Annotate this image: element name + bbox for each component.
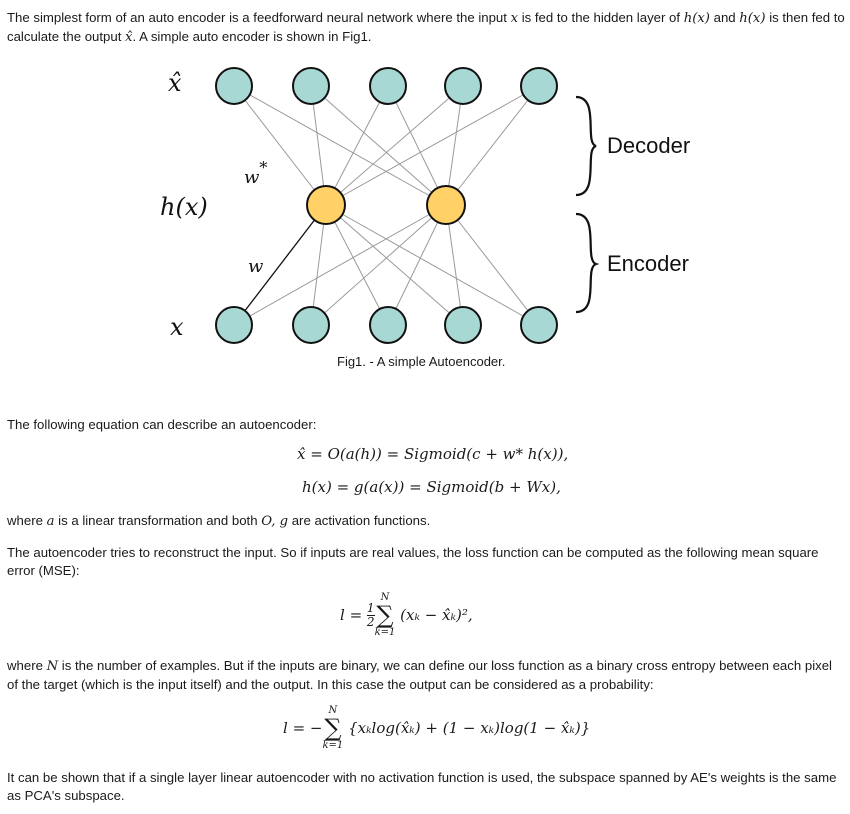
sigma-icon: ∑ xyxy=(324,714,342,742)
label-xhat: x̂ xyxy=(168,69,182,97)
edge xyxy=(445,85,464,206)
output-node xyxy=(215,67,253,105)
bce-text-1: where xyxy=(7,658,47,673)
edge-w-highlight xyxy=(233,204,327,326)
autoencoder-diagram: x̂ w* h(x) w x Decoder Encoder xyxy=(160,67,690,344)
label-wstar: w* xyxy=(244,158,267,188)
mse-fraction: 1 2 xyxy=(366,600,375,629)
edge xyxy=(310,85,447,206)
edge xyxy=(387,85,447,206)
where-text-2: is a linear transformation and both xyxy=(54,513,262,528)
input-node xyxy=(215,306,253,344)
decoder-label: Decoder xyxy=(607,133,690,158)
where-var-og: O, g xyxy=(261,514,289,529)
label-wstar-sup: * xyxy=(259,158,267,177)
mse-denominator: 2 xyxy=(366,614,375,629)
input-layer xyxy=(215,306,558,344)
label-hx: h(x) xyxy=(160,193,208,221)
edge xyxy=(233,204,447,326)
hidden-node xyxy=(426,185,466,225)
output-node xyxy=(444,67,482,105)
edge xyxy=(310,204,447,326)
input-node xyxy=(369,306,407,344)
bce-equation: l = − N ∑ k=1 {xₖlog(x̂ₖ) + (1 − xₖ)log(… xyxy=(283,705,590,751)
edge xyxy=(310,204,327,326)
edge xyxy=(325,204,389,326)
where-text-3: are activation functions. xyxy=(288,513,431,528)
decoder-brace xyxy=(575,95,597,197)
bce-lhs: l = − xyxy=(283,719,323,737)
mse-paragraph: The autoencoder tries to reconstruct the… xyxy=(7,545,819,578)
bce-sum: N ∑ k=1 xyxy=(322,705,343,751)
bce-var-n: N xyxy=(46,659,59,674)
intro-text-3: and xyxy=(709,10,740,25)
edges xyxy=(233,85,540,326)
encoder-brace xyxy=(575,212,600,314)
input-node xyxy=(444,306,482,344)
input-node xyxy=(520,306,558,344)
where-paragraph: where a is a linear transformation and b… xyxy=(7,512,845,531)
intro-paragraph: The simplest form of an auto encoder is … xyxy=(7,9,845,47)
hidden-layer xyxy=(306,185,466,225)
output-node xyxy=(292,67,330,105)
bce-body: {xₖlog(x̂ₖ) + (1 − xₖ)log(1 − x̂ₖ)} xyxy=(348,719,591,737)
intro-var-xhat: x̂ xyxy=(125,30,133,45)
edge xyxy=(325,204,540,326)
equation-2: h(x) = g(a(x)) = Sigmoid(b + Wx), xyxy=(302,478,561,496)
edge xyxy=(233,85,327,206)
edge xyxy=(445,85,540,206)
intro-text-1: The simplest form of an auto encoder is … xyxy=(7,10,511,25)
mse-equation: l = 1 2 N ∑ k=1 (xₖ − x̂ₖ)², xyxy=(340,592,473,638)
pca-paragraph: It can be shown that if a single layer l… xyxy=(7,770,837,803)
input-node xyxy=(292,306,330,344)
output-node xyxy=(369,67,407,105)
mse-sum: N ∑ k=1 xyxy=(375,592,396,638)
mse-lhs: l = xyxy=(340,606,363,624)
equation-1: x̂ = O(a(h)) = Sigmoid(c + w* h(x)), xyxy=(297,445,569,463)
output-layer xyxy=(215,67,558,105)
mse-numerator: 1 xyxy=(366,600,375,616)
bce-sum-upper: N xyxy=(328,705,338,716)
intro-var-x: x xyxy=(510,11,519,26)
edge xyxy=(325,85,464,206)
edge xyxy=(233,85,447,206)
mse-sum-lower: k=1 xyxy=(374,627,396,638)
edge xyxy=(325,85,540,206)
edge xyxy=(445,204,464,326)
output-node xyxy=(520,67,558,105)
figure-caption: Fig1. - A simple Autoencoder. xyxy=(337,354,506,369)
bce-sum-lower: k=1 xyxy=(322,740,344,751)
mse-body: (xₖ − x̂ₖ)², xyxy=(400,606,473,624)
label-w: w xyxy=(248,256,264,277)
intro-text-5: . A simple auto encoder is shown in Fig1… xyxy=(132,29,372,44)
hidden-node xyxy=(306,185,346,225)
where-text-1: where xyxy=(7,513,47,528)
edge xyxy=(445,204,540,326)
bce-paragraph: where N is the number of examples. But i… xyxy=(7,657,845,694)
intro-text-4: is then fed to calculate the output xyxy=(7,10,845,44)
edge xyxy=(325,204,464,326)
intro-var-hx-2: h(x) xyxy=(739,11,766,26)
bce-text-2: is the number of examples. But if the in… xyxy=(7,658,832,692)
edge xyxy=(325,85,389,206)
where-var-a: a xyxy=(46,514,55,529)
encoder-label: Encoder xyxy=(607,251,689,276)
label-x: x xyxy=(170,313,184,341)
edge xyxy=(387,204,447,326)
equation-lead: The following equation can describe an a… xyxy=(7,417,317,432)
intro-text-2: is fed to the hidden layer of xyxy=(518,10,684,25)
mse-sum-upper: N xyxy=(380,592,390,603)
intro-var-hx-1: h(x) xyxy=(683,11,710,26)
sigma-icon: ∑ xyxy=(376,601,394,629)
